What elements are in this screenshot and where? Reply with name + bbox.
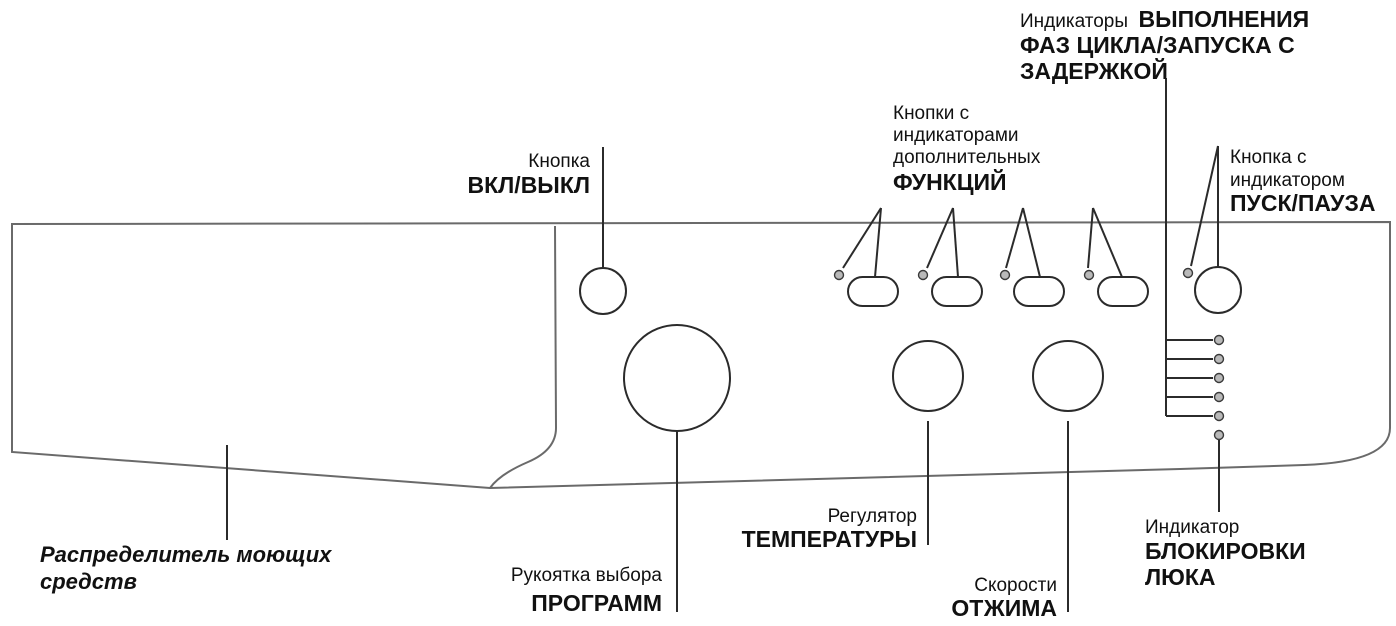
dispenser-label-line1: Распределитель моющих bbox=[40, 542, 332, 567]
functions-label-line1: Кнопки с bbox=[893, 103, 969, 124]
phase-label-small: Индикаторы bbox=[1020, 11, 1128, 32]
phase-label-line1: Индикаторы ВЫПОЛНЕНИЯ bbox=[1020, 6, 1309, 32]
leader-lines bbox=[226, 78, 1220, 612]
option-buttons-group bbox=[833, 269, 1149, 307]
temp-label-small: Регулятор bbox=[828, 506, 917, 527]
control-panel bbox=[11, 220, 1391, 490]
temperature-knob[interactable] bbox=[892, 340, 964, 412]
program-selector-knob[interactable] bbox=[623, 324, 731, 432]
program-label-small: Рукоятка выбора bbox=[511, 565, 663, 586]
start-label-line1: Кнопка с bbox=[1230, 147, 1307, 168]
option-button-1[interactable] bbox=[847, 276, 899, 307]
leader-function-1a bbox=[842, 207, 882, 269]
phase-indicator-1 bbox=[1213, 334, 1225, 346]
label-door-lock: Индикатор БЛОКИРОВКИ ЛЮКА bbox=[1145, 517, 1306, 590]
temp-label-big: ТЕМПЕРАТУРЫ bbox=[742, 526, 917, 552]
start-pause-indicator bbox=[1182, 267, 1194, 279]
leader-function-1b bbox=[874, 207, 882, 278]
leader-function-4a bbox=[1087, 207, 1094, 269]
phase-label-big2: ФАЗ ЦИКЛА/ЗАПУСКА С bbox=[1020, 32, 1295, 58]
power-button[interactable] bbox=[579, 267, 627, 315]
phase-indicator-4 bbox=[1213, 391, 1225, 403]
power-label-big: ВКЛ/ВЫКЛ bbox=[468, 172, 590, 198]
phase-label-big1: ВЫПОЛНЕНИЯ bbox=[1138, 6, 1309, 32]
label-start-pause: Кнопка с индикатором ПУСК/ПАУЗА bbox=[1230, 147, 1375, 216]
phase-indicator-5 bbox=[1213, 410, 1225, 422]
label-power: Кнопка ВКЛ/ВЫКЛ bbox=[468, 151, 591, 198]
panel-outline bbox=[11, 220, 1391, 490]
dispenser-divider bbox=[489, 225, 558, 489]
start-pause-button[interactable] bbox=[1194, 266, 1242, 314]
start-label-big: ПУСК/ПАУЗА bbox=[1230, 190, 1375, 216]
leader-function-2b bbox=[952, 207, 959, 278]
label-temperature: Регулятор ТЕМПЕРАТУРЫ bbox=[742, 506, 917, 552]
phase-indicator-3 bbox=[1213, 372, 1225, 384]
leader-function-4b bbox=[1092, 207, 1123, 278]
option-indicator-4 bbox=[1083, 269, 1095, 281]
start-label-line2: индикатором bbox=[1230, 170, 1345, 191]
option-button-3[interactable] bbox=[1013, 276, 1065, 307]
leader-function-3a bbox=[1005, 207, 1024, 269]
functions-label-big: ФУНКЦИЙ bbox=[893, 168, 1007, 195]
label-program: Рукоятка выбора ПРОГРАММ bbox=[511, 565, 663, 616]
option-indicator-2 bbox=[917, 269, 929, 281]
label-spin: Скорости ОТЖИМА bbox=[951, 575, 1057, 621]
option-button-4[interactable] bbox=[1097, 276, 1149, 307]
option-button-2[interactable] bbox=[931, 276, 983, 307]
functions-label-line3: дополнительных bbox=[893, 147, 1041, 168]
phase-indicator-2 bbox=[1213, 353, 1225, 365]
phase-indicators-group bbox=[1213, 334, 1225, 422]
leader-start-indicator bbox=[1190, 145, 1219, 267]
spin-label-small: Скорости bbox=[974, 575, 1057, 596]
door-label-big1: БЛОКИРОВКИ bbox=[1145, 538, 1306, 564]
power-label-small: Кнопка bbox=[528, 151, 590, 172]
spin-label-big: ОТЖИМА bbox=[951, 595, 1057, 621]
door-label-small: Индикатор bbox=[1145, 517, 1239, 538]
label-phase-indicators: Индикаторы ВЫПОЛНЕНИЯ ФАЗ ЦИКЛА/ЗАПУСКА … bbox=[1020, 6, 1309, 84]
functions-label-line2: индикаторами bbox=[893, 125, 1019, 146]
door-lock-indicator bbox=[1213, 429, 1225, 441]
option-indicator-3 bbox=[999, 269, 1011, 281]
label-dispenser: Распределитель моющих средств bbox=[40, 542, 332, 594]
phase-label-big3: ЗАДЕРЖКОЙ bbox=[1020, 57, 1168, 84]
leader-function-2a bbox=[926, 207, 954, 269]
program-label-big: ПРОГРАММ bbox=[531, 590, 662, 616]
dispenser-label-line2: средств bbox=[40, 569, 137, 594]
door-label-big2: ЛЮКА bbox=[1145, 564, 1216, 590]
spin-speed-knob[interactable] bbox=[1032, 340, 1104, 412]
option-indicator-1 bbox=[833, 269, 845, 281]
leader-function-3b bbox=[1022, 207, 1041, 278]
label-functions: Кнопки с индикаторами дополнительных ФУН… bbox=[893, 103, 1041, 195]
